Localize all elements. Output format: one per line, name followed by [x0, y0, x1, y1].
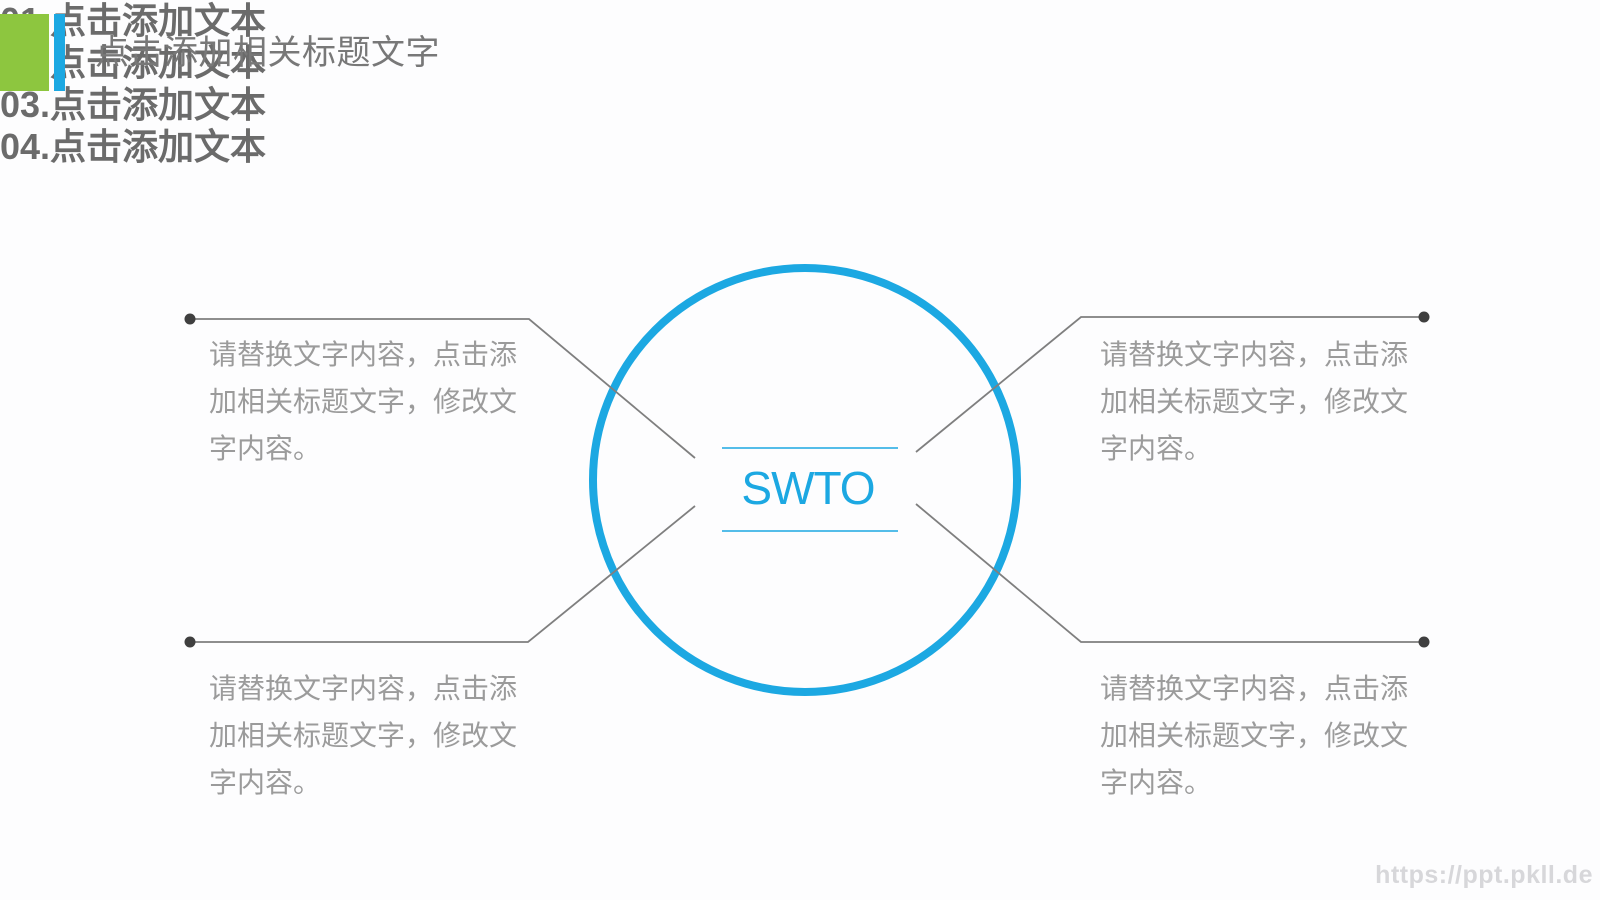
- section-01-body[interactable]: 请替换文字内容，点击添加相关标题文字，修改文字内容。: [209, 339, 518, 464]
- connector-line-03: [915, 316, 1424, 453]
- connector-dot-02: [184, 636, 196, 648]
- center-label[interactable]: SWTO: [741, 462, 875, 514]
- connector-line-02: [190, 505, 696, 643]
- connector-line-04: [915, 503, 1424, 643]
- watermark-url: https://ppt.pkll.de: [1375, 861, 1593, 889]
- connector-dot-04: [1418, 636, 1430, 648]
- page-title[interactable]: 点击添加相关标题文字: [95, 34, 440, 72]
- section-04-body[interactable]: 请替换文字内容，点击添加相关标题文字，修改文字内容。: [1100, 673, 1409, 798]
- connector-line-01: [190, 318, 696, 459]
- accent-bar: [54, 14, 65, 91]
- section-03-body[interactable]: 请替换文字内容，点击添加相关标题文字，修改文字内容。: [1100, 339, 1409, 464]
- accent-square: [0, 14, 49, 91]
- connector-dot-01: [184, 313, 196, 325]
- section-04-title[interactable]: 04.点击添加文本: [0, 126, 267, 167]
- connector-dot-03: [1418, 311, 1430, 323]
- section-02-body[interactable]: 请替换文字内容，点击添加相关标题文字，修改文字内容。: [209, 673, 518, 798]
- center-circle: [589, 264, 1021, 696]
